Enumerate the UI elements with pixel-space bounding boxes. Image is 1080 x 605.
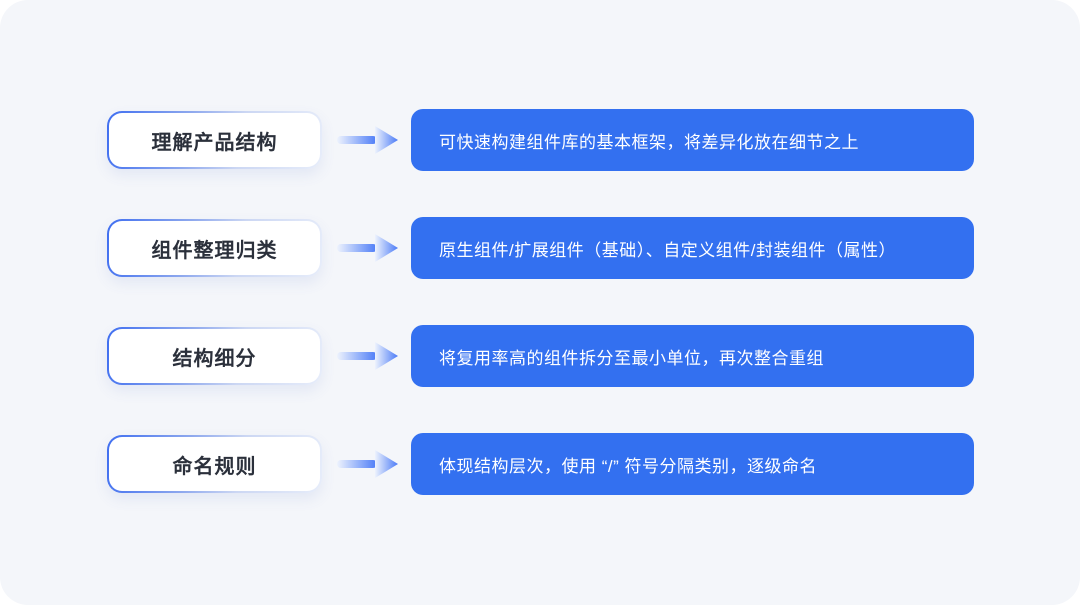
arrow-right-icon [337,234,398,262]
process-row: 组件整理归类 原生组件/扩展组件（基础）、自定义组件/封装组件（属性） [0,217,1080,279]
step-description: 可快速构建组件库的基本框架，将差异化放在细节之上 [439,132,859,152]
step-description-box: 将复用率高的组件拆分至最小单位，再次整合重组 [411,325,974,387]
process-rows: 理解产品结构 可快速构建组件库的基本框架，将差异化放在细节之上 组件整理归类 [0,109,1080,541]
step-label: 组件整理归类 [151,239,278,262]
step-label-box: 结构细分 [107,327,322,385]
step-description: 将复用率高的组件拆分至最小单位，再次整合重组 [439,348,824,368]
arrow-right-icon [337,126,398,154]
step-description-box: 原生组件/扩展组件（基础）、自定义组件/封装组件（属性） [411,217,974,279]
step-label-inner: 理解产品结构 [109,113,320,167]
step-label-box: 组件整理归类 [107,219,322,277]
step-description-box: 可快速构建组件库的基本框架，将差异化放在细节之上 [411,109,974,171]
arrow-right-icon [337,342,398,370]
step-label-box: 命名规则 [107,435,322,493]
process-row: 理解产品结构 可快速构建组件库的基本框架，将差异化放在细节之上 [0,109,1080,171]
step-label-inner: 结构细分 [109,329,320,383]
arrow-right-icon [337,450,398,478]
step-label: 结构细分 [172,347,257,370]
step-description: 体现结构层次，使用 “/” 符号分隔类别，逐级命名 [439,456,817,476]
step-description-box: 体现结构层次，使用 “/” 符号分隔类别，逐级命名 [411,433,974,495]
step-label-box: 理解产品结构 [107,111,322,169]
step-label: 理解产品结构 [151,131,278,154]
process-row: 命名规则 体现结构层次，使用 “/” 符号分隔类别，逐级命名 [0,433,1080,495]
process-row: 结构细分 将复用率高的组件拆分至最小单位，再次整合重组 [0,325,1080,387]
step-label-inner: 命名规则 [109,437,320,491]
step-description: 原生组件/扩展组件（基础）、自定义组件/封装组件（属性） [439,240,896,260]
step-label: 命名规则 [172,455,257,478]
step-label-inner: 组件整理归类 [109,221,320,275]
